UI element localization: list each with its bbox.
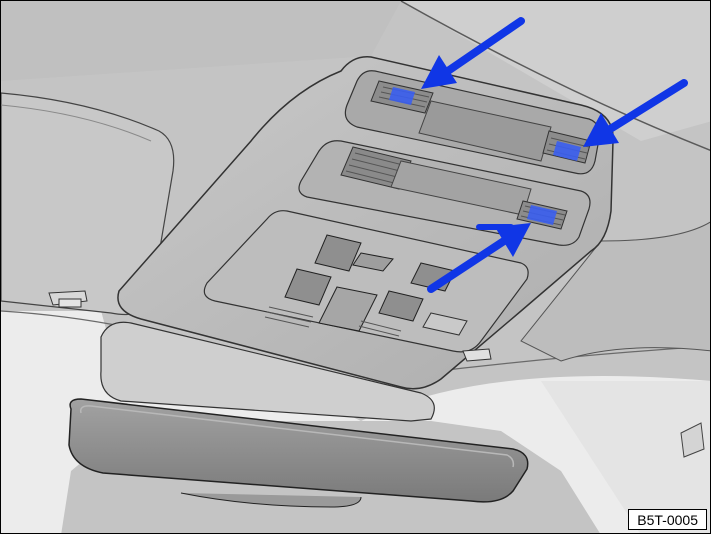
right-clip	[680, 422, 705, 458]
middle-vent	[340, 146, 412, 190]
console-base-plate	[100, 321, 435, 422]
arrow-icon	[427, 223, 531, 293]
windshield-left	[1, 311, 131, 533]
rearview-mirror	[68, 398, 529, 508]
button-bottom-left	[284, 268, 332, 306]
figure-code: B5T-0005	[628, 509, 707, 530]
console-center-strip	[418, 100, 552, 162]
right-visor-clip	[462, 348, 492, 362]
right-roof-trim	[520, 221, 710, 362]
light-grille	[264, 306, 402, 337]
sun-visor-fold	[1, 104, 152, 142]
roof-edge-line	[400, 1, 710, 152]
windshield-right-frame	[541, 381, 710, 533]
arrow-icon	[583, 79, 688, 147]
button-center	[318, 286, 378, 332]
light-buttons	[284, 234, 456, 332]
front-left-vent	[370, 80, 434, 114]
roof-shade	[1, 1, 401, 81]
front-right-vent	[542, 130, 592, 164]
button-center-top	[352, 252, 394, 272]
lower-right-vent	[516, 200, 568, 230]
button-top-left	[314, 234, 362, 272]
button-bottom-right	[378, 290, 424, 322]
console-sensor	[422, 312, 468, 336]
arrow-icon	[421, 17, 525, 89]
roof-upper-area	[1, 1, 710, 141]
sun-visor-clip-tab	[58, 298, 82, 308]
